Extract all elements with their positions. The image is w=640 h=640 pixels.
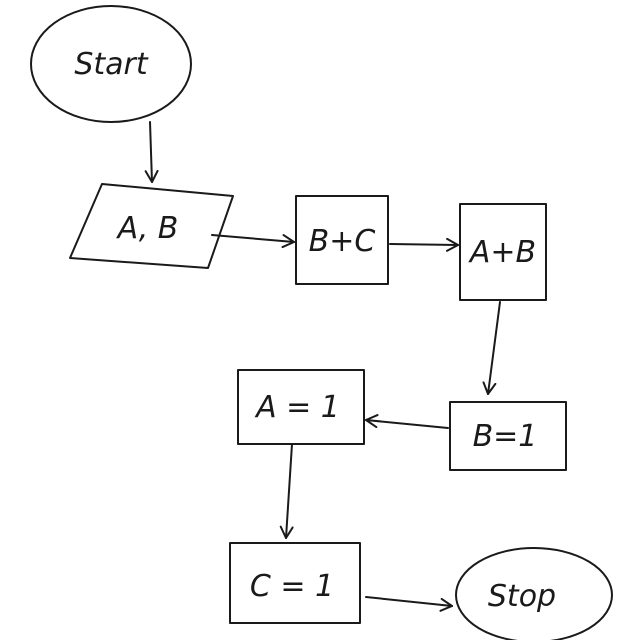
input-ab-label: A, B	[116, 211, 179, 246]
input-ab-node: A, B	[69, 183, 234, 269]
ceq1-node: C = 1	[229, 542, 361, 624]
edge-aplusb-to-beq1	[482, 301, 501, 395]
aeq1-node: A = 1	[237, 369, 365, 445]
stop-label: Stop	[488, 579, 556, 614]
ceq1-label: C = 1	[250, 569, 334, 604]
edge-ceq1-to-stop	[365, 596, 453, 612]
bplusc-label: B+C	[309, 224, 376, 259]
edge-bplusc-to-aplusb	[389, 237, 459, 252]
aplusb-label: A+B	[468, 235, 536, 270]
beq1-label: B=1	[473, 419, 538, 454]
edge-start-to-input	[144, 121, 159, 183]
edge-beq1-to-aeq1	[365, 414, 449, 429]
bplusc-node: B+C	[295, 195, 389, 285]
start-node: Start	[30, 5, 192, 123]
ceq1-box	[229, 542, 361, 624]
aplusb-node: A+B	[459, 203, 547, 301]
beq1-node: B=1	[449, 401, 567, 471]
stop-node: Stop	[455, 547, 613, 640]
aeq1-label: A = 1	[254, 390, 340, 425]
bplusc-box	[295, 195, 389, 285]
stop-oval	[455, 547, 613, 640]
aeq1-box	[237, 369, 365, 445]
edge-input-to-bplusc	[211, 234, 295, 249]
input-ab-parallelogram	[69, 183, 234, 269]
start-oval	[30, 5, 192, 123]
start-label: Start	[74, 47, 149, 82]
edge-aeq1-to-ceq1	[279, 443, 294, 539]
beq1-box	[449, 401, 567, 471]
aplusb-box	[459, 203, 547, 301]
